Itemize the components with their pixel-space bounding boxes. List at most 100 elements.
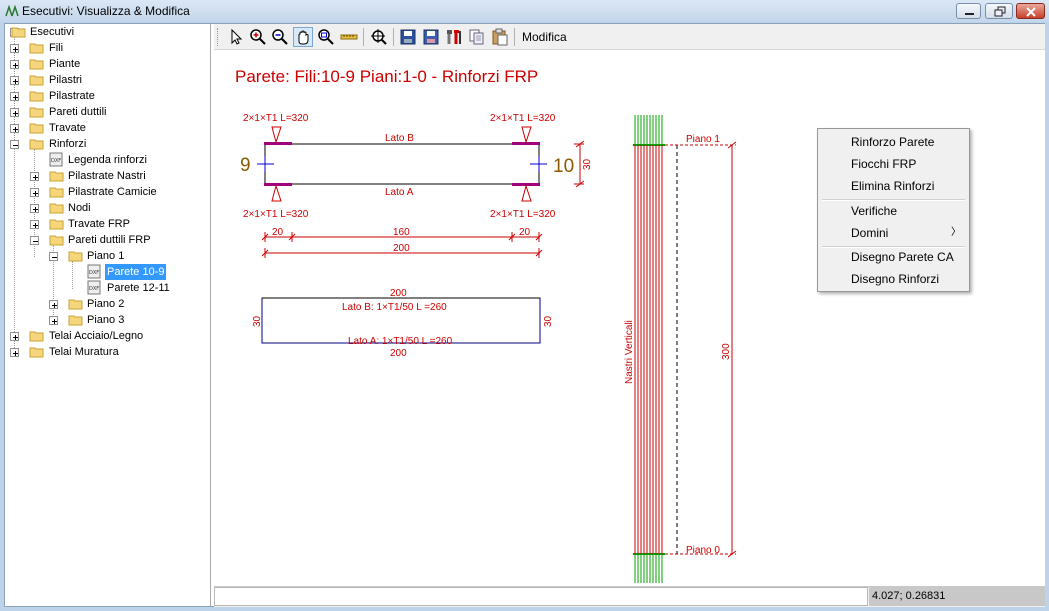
frp-strap <box>264 142 292 145</box>
close-button[interactable] <box>1016 3 1045 19</box>
expand-icon[interactable] <box>30 220 39 229</box>
toolbar-grip[interactable] <box>217 28 220 46</box>
folder-open-icon <box>68 251 83 262</box>
filo-label-right: 10 <box>553 156 574 177</box>
expand-icon[interactable] <box>10 44 19 53</box>
section-lato-b: Lato B: 1×T1/50 L =260 <box>342 302 447 313</box>
elevation-view: Nastri Verticali Piano 1 Piano 0 300 <box>624 115 737 583</box>
restore-button[interactable] <box>985 3 1013 19</box>
zoom-window-button[interactable] <box>316 27 336 47</box>
zoom-extents-icon <box>371 29 387 45</box>
folder-icon <box>29 91 44 102</box>
tree-view[interactable]: Esecutivi Fili Piante Pilastri Pilastrat… <box>5 24 211 606</box>
folder-icon <box>29 59 44 70</box>
drawing-svg: Parete: Fili:10-9 Piani:1-0 - Rinforzi F… <box>235 67 737 583</box>
dim-text: 30 <box>582 158 593 170</box>
save-icon <box>400 29 416 45</box>
zoom-out-icon <box>272 29 288 45</box>
lato-a-label: Lato A <box>385 187 414 198</box>
dim-text: 300 <box>721 343 732 360</box>
tree-label: Pilastrate Nastri <box>68 170 146 182</box>
tree-label: Legenda rinforzi <box>68 154 147 166</box>
expand-icon[interactable] <box>10 332 19 341</box>
save-as-button[interactable] <box>421 27 441 47</box>
tree-connector <box>72 261 73 289</box>
tree-label: Pilastrate <box>49 90 95 102</box>
tree-connector <box>34 149 35 257</box>
menu-item-domini[interactable]: Domini 〉 <box>820 222 967 244</box>
expand-icon[interactable] <box>10 76 19 85</box>
folder-icon <box>29 347 44 358</box>
folder-icon <box>49 171 64 182</box>
menu-item-fiocchi-frp[interactable]: Fiocchi FRP <box>820 153 967 175</box>
coordinates-readout: 4.027; 0.26831 <box>869 587 1045 606</box>
menu-item-verifiche[interactable]: Verifiche <box>820 200 967 222</box>
expand-icon[interactable] <box>10 348 19 357</box>
tree-label: Pilastrate Camicie <box>68 186 157 198</box>
menu-item-label: Domini <box>851 226 889 240</box>
zoom-in-button[interactable] <box>248 27 268 47</box>
section-lato-a: Lato A: 1×T1/50 L =260 <box>348 336 453 347</box>
zoom-extents-button[interactable] <box>369 27 389 47</box>
menu-item-rinforzo-parete[interactable]: Rinforzo Parete <box>820 131 967 153</box>
section-view: 200 200 30 30 Lato B: 1×T1/50 L =260 Lat… <box>252 288 554 359</box>
expand-icon[interactable] <box>10 124 19 133</box>
folder-icon <box>29 331 44 342</box>
menu-item-disegno-parete-ca[interactable]: Disegno Parete CA <box>820 246 967 268</box>
wall-outline <box>264 143 540 185</box>
minimize-button[interactable] <box>956 3 981 19</box>
collapse-icon[interactable] <box>10 140 19 149</box>
menu-item-elimina-rinforzi[interactable]: Elimina Rinforzi <box>820 175 967 197</box>
select-button[interactable] <box>226 27 246 47</box>
strap-label: 2×1×T1 L=320 <box>243 209 309 220</box>
tools-button[interactable] <box>444 27 464 47</box>
folder-open-icon <box>29 139 44 150</box>
expand-icon[interactable] <box>30 188 39 197</box>
folder-icon <box>49 219 64 230</box>
strap-pointer <box>521 184 532 202</box>
folder-icon <box>29 75 44 86</box>
expand-icon[interactable] <box>49 316 58 325</box>
toolbar-separator <box>393 28 394 46</box>
select-arrow-icon <box>231 28 243 45</box>
paste-button[interactable] <box>490 27 510 47</box>
tools-icon <box>447 30 461 44</box>
expand-icon[interactable] <box>10 92 19 101</box>
dim-tick <box>575 140 585 188</box>
strap-label: 2×1×T1 L=320 <box>490 113 556 124</box>
tree-label: Telai Acciaio/Legno <box>49 330 144 342</box>
zoom-out-button[interactable] <box>270 27 290 47</box>
strap-pointer <box>521 126 532 144</box>
tree-label: Piano 2 <box>87 298 125 310</box>
collapse-icon[interactable] <box>30 236 39 245</box>
svg-text:DXF: DXF <box>89 286 99 292</box>
expand-icon[interactable] <box>49 300 58 309</box>
tree-label: Fili <box>49 42 64 54</box>
title-bar[interactable]: Esecutivi: Visualizza & Modifica <box>0 0 1049 22</box>
expand-icon[interactable] <box>30 204 39 213</box>
copy-button[interactable] <box>467 27 487 47</box>
status-bar: 4.027; 0.26831 <box>214 586 1045 607</box>
measure-button[interactable] <box>339 27 359 47</box>
context-menu: Rinforzo Parete Fiocchi FRP Elimina Rinf… <box>817 128 970 292</box>
expand-icon[interactable] <box>10 108 19 117</box>
expand-icon[interactable] <box>10 60 19 69</box>
collapse-icon[interactable] <box>49 252 58 261</box>
modifica-button[interactable]: Modifica <box>522 30 567 44</box>
expand-icon[interactable] <box>30 172 39 181</box>
save-button[interactable] <box>398 27 418 47</box>
menu-item-disegno-rinforzi[interactable]: Disegno Rinforzi <box>820 268 967 290</box>
strap-pointer <box>271 126 282 144</box>
folder-icon <box>29 123 44 134</box>
tree-label: Pareti duttili <box>49 106 107 118</box>
restore-icon <box>994 6 1006 17</box>
status-message <box>214 587 868 606</box>
pan-button[interactable] <box>293 27 313 47</box>
measure-ruler-icon <box>340 34 358 40</box>
menu-item-label: Fiocchi FRP <box>851 157 917 171</box>
dim-text: 20 <box>519 227 531 238</box>
submenu-arrow-icon: 〉 <box>951 227 961 238</box>
dim-text: 20 <box>272 227 284 238</box>
menu-item-label: Elimina Rinforzi <box>851 179 935 193</box>
